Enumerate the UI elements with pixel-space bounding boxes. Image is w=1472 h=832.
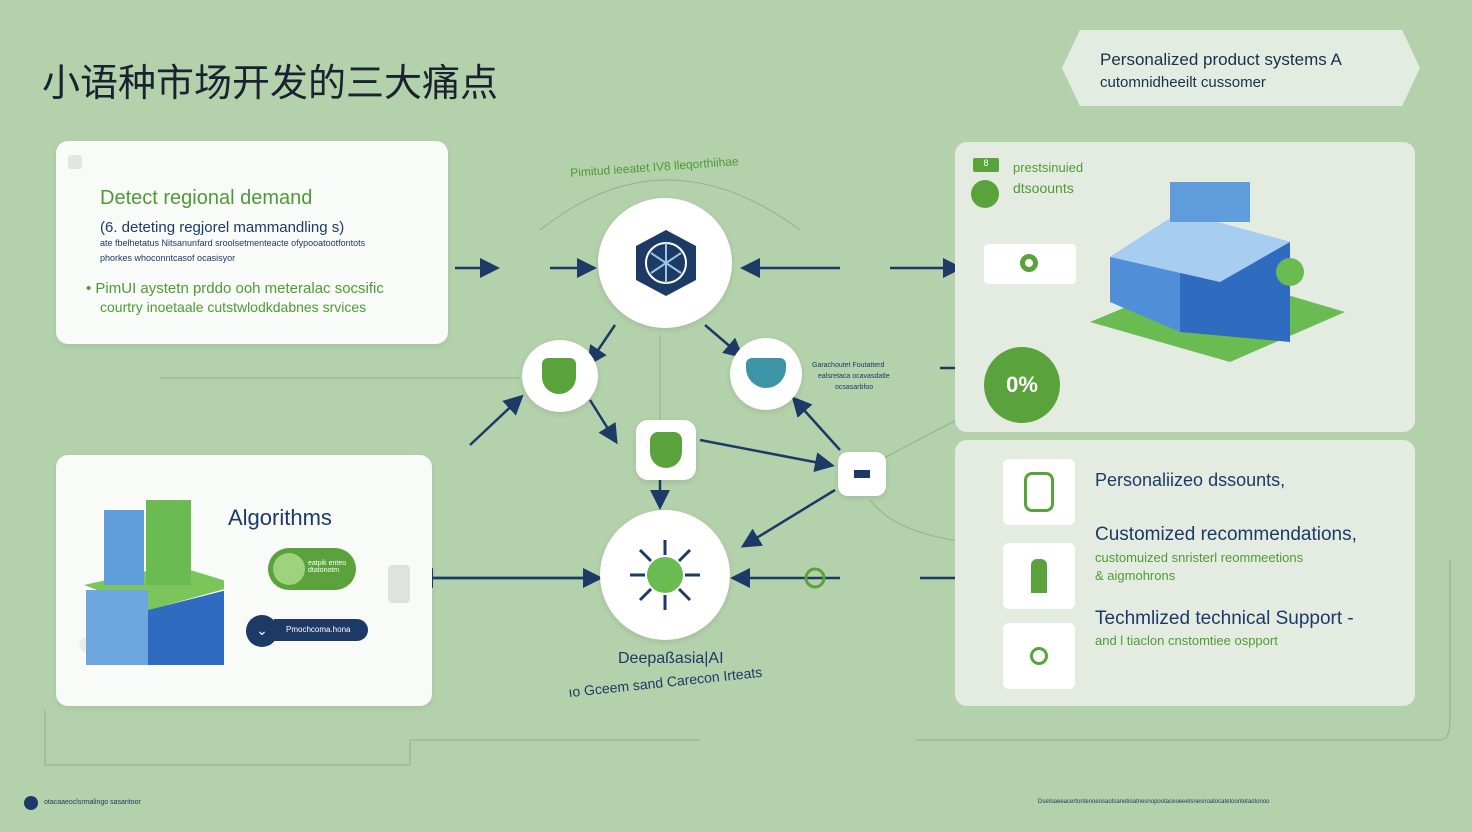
network-hexagon-icon: [636, 230, 696, 296]
card-small-1: ate fbelhetatus Nitsanunfard sroolsetmen…: [100, 238, 366, 248]
card-small-2: phorkes whoconntcasof ocasisyor: [100, 253, 236, 263]
algorithms-heading: Algorithms: [228, 505, 332, 530]
discount-item-icon[interactable]: [1003, 459, 1075, 525]
services-panel: Personaliizeo dssounts, Customized recom…: [955, 440, 1415, 706]
deepseek-label: Deepaßasia|AI: [618, 650, 724, 667]
header-badge: Personalized product systems A cutomnidh…: [1062, 30, 1420, 106]
card-icon: [68, 155, 82, 169]
detect-demand-card: Detect regional demand (6. deteting regj…: [56, 141, 448, 344]
item-sub-3: and l tiaclon cnstomtiee ospport: [1095, 633, 1278, 648]
footer-right-text: Dsetoaeeacertontenoeosaotsanetioatnesnop…: [1038, 799, 1270, 805]
pattern-icon: [273, 553, 305, 585]
recommendation-item-icon[interactable]: [1003, 543, 1075, 609]
virus-network-icon: [630, 540, 700, 610]
building-illustration: [79, 500, 224, 665]
discount-label-2: dtsoounts: [1013, 180, 1074, 196]
office-building-illustration: [1090, 182, 1345, 362]
green-pill: eatpik enteo dtatonotm: [268, 548, 356, 590]
discount-label-1: prestsinuied: [1013, 160, 1084, 175]
card-heading: Detect regional demand: [100, 187, 313, 209]
footer-left-text: otacaaeoclsrmalingo sasaritoor: [44, 799, 141, 806]
algorithms-card: Algorithms eatpik enteo dtatonotm ⌄ Pmoc…: [56, 455, 432, 706]
side-note-3: ocsasarbfoo: [835, 384, 874, 391]
card-bullet: • PimUI aystetn prddo ooh meteralac socs…: [86, 280, 384, 297]
gift-icon: [1024, 472, 1054, 512]
bullet-text: PimUI aystetn prddo ooh meteralac socsif…: [95, 280, 384, 297]
item-title-1: Personaliizeo dssounts,: [1095, 470, 1286, 490]
side-tab: [388, 565, 410, 603]
central-node[interactable]: [598, 198, 732, 328]
side-note-1: Garachoutet Foutatterd: [812, 362, 885, 369]
small-hub-node[interactable]: [838, 452, 886, 496]
side-note-2: ealsretaca ocavasdatle: [818, 373, 890, 380]
item-sub-2: customuized snristerl reommeetions: [1095, 550, 1304, 565]
count-badge: 8: [973, 158, 999, 172]
footer-logo-icon: [24, 796, 38, 810]
chevron-icon: ⌄: [246, 615, 278, 647]
percent-badge: 0%: [984, 347, 1060, 423]
shield-node-center[interactable]: [636, 420, 696, 480]
discounts-panel: 8 prestsinuied dtsoounts 0%: [955, 142, 1415, 432]
item-sub-2b: & aigmohrons: [1095, 568, 1176, 583]
location-pin-icon: [1020, 254, 1038, 272]
navy-pill: Pmochcoma.hona: [274, 619, 368, 641]
discount-icon: [971, 180, 999, 208]
shield-node-left[interactable]: [522, 340, 598, 412]
shield-check-icon: [650, 432, 682, 468]
shield-icon: [542, 358, 576, 394]
page-title: 小语种市场开发的三大痛点: [42, 61, 499, 105]
support-item-icon[interactable]: [1003, 623, 1075, 689]
shield-node-right[interactable]: [730, 338, 802, 410]
green-pill-text: eatpik enteo dtatonotm: [308, 560, 347, 574]
deepseek-node[interactable]: [600, 510, 730, 640]
bottle-icon: [1031, 559, 1047, 593]
card-subheading: (6. deteting regjorel mammandling s): [100, 219, 345, 236]
badge-line1: Personalized product systems A: [1100, 50, 1342, 69]
card-bullet-2: courtry inoetaale cutstwlodkdabnes srvic…: [100, 299, 367, 315]
item-title-2: Customized recommendations,: [1095, 524, 1357, 545]
location-box[interactable]: [984, 244, 1076, 284]
key-icon: [1030, 647, 1048, 665]
item-title-3: Techmlized technical Support -: [1095, 608, 1354, 629]
hub-icon: [854, 470, 870, 478]
badge-line2: cutomnidheeilt cussomer: [1100, 74, 1266, 91]
chat-icon: [746, 358, 786, 388]
